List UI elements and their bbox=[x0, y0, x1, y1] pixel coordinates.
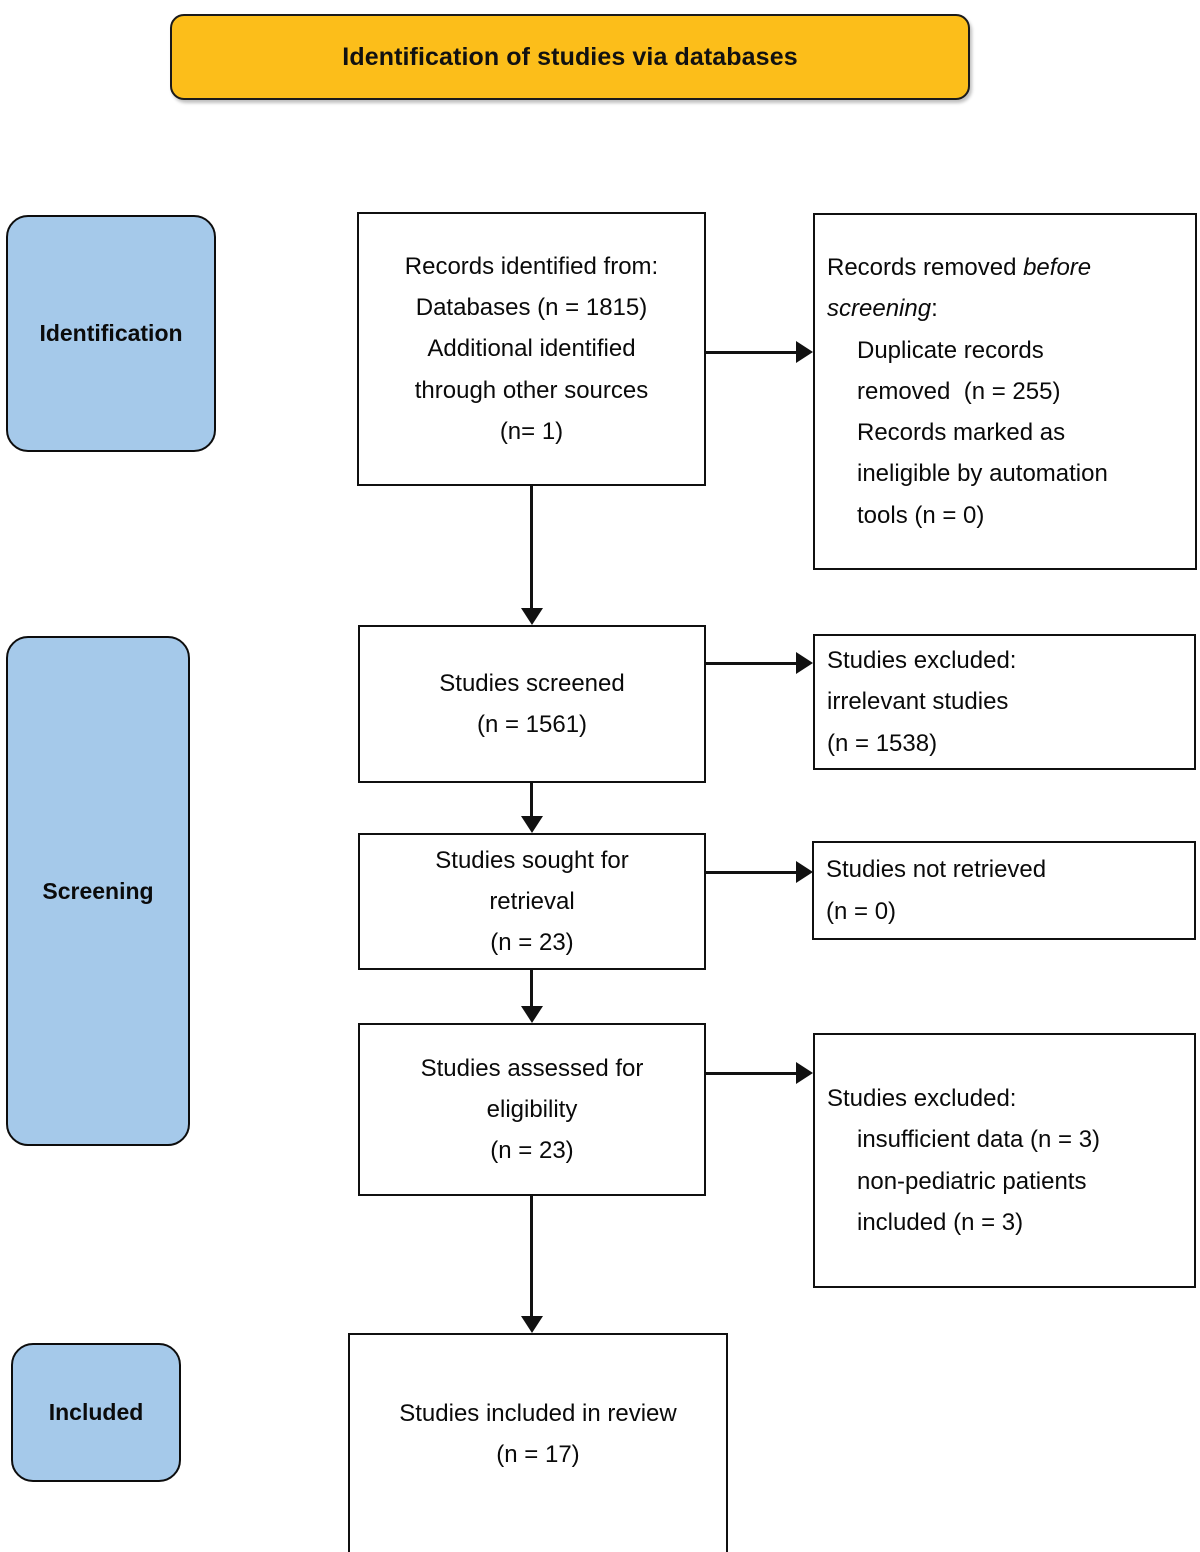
studies-screened-line-2: (n = 1561) bbox=[476, 711, 588, 738]
node-studies-excluded-irrelevant: Studies excluded: irrelevant studies (n … bbox=[813, 634, 1196, 770]
studies-sought-line-2: retrieval bbox=[489, 887, 575, 915]
studies-assessed-line-3: (n = 23) bbox=[490, 1137, 574, 1165]
studies-screened-line-1: Studies screened bbox=[439, 669, 625, 697]
phase-included-label: Included bbox=[48, 1399, 144, 1425]
arrowhead-assessed-to-included bbox=[521, 1316, 543, 1333]
studies-not-retrieved-line-1: Studies not retrieved bbox=[826, 856, 1047, 884]
connector-screened-to-sought bbox=[530, 783, 533, 816]
studies-assessed-line-1: Studies assessed for bbox=[420, 1054, 644, 1082]
studies-excluded-irrelevant-line-3: (n = 1538) bbox=[827, 729, 938, 757]
node-studies-screened: Studies screened (n = 1561) bbox=[358, 625, 706, 783]
node-studies-assessed: Studies assessed for eligibility (n = 23… bbox=[358, 1023, 706, 1196]
arrowhead-sought-to-not-retrieved bbox=[796, 861, 813, 883]
phase-identification: Identification bbox=[6, 215, 216, 452]
arrowhead-sought-to-assessed bbox=[521, 1006, 543, 1023]
connector-assessed-to-included bbox=[530, 1196, 533, 1316]
node-studies-sought: Studies sought for retrieval (n = 23) bbox=[358, 833, 706, 970]
studies-not-retrieved-line-2: (n = 0) bbox=[826, 897, 897, 925]
node-studies-included: Studies included in review (n = 17) bbox=[348, 1333, 728, 1552]
studies-excluded-eligibility-line-1: Studies excluded: bbox=[827, 1084, 1017, 1112]
records-removed-line-4: removed (n = 255) bbox=[857, 377, 1061, 405]
arrowhead-identified-to-screened bbox=[521, 608, 543, 625]
arrowhead-screened-to-excluded bbox=[796, 652, 813, 674]
records-removed-line-2: screening: bbox=[827, 295, 938, 323]
records-removed-line-5: Records marked as bbox=[857, 419, 1066, 447]
studies-assessed-line-2: eligibility bbox=[486, 1095, 578, 1123]
diagram-header-banner: Identification of studies via databases bbox=[170, 14, 970, 100]
phase-identification-label: Identification bbox=[39, 320, 183, 346]
connector-sought-to-not-retrieved bbox=[706, 871, 796, 874]
connector-assessed-to-excluded bbox=[706, 1072, 796, 1075]
records-identified-line-5: (n= 1) bbox=[499, 417, 564, 445]
records-removed-line-1: Records removed before bbox=[827, 254, 1092, 282]
studies-excluded-irrelevant-line-2: irrelevant studies bbox=[827, 688, 1009, 716]
arrowhead-screened-to-sought bbox=[521, 816, 543, 833]
node-records-removed: Records removed before screening: Duplic… bbox=[813, 213, 1197, 570]
studies-included-line-2: (n = 17) bbox=[496, 1441, 580, 1469]
records-identified-line-4: through other sources bbox=[414, 376, 649, 404]
studies-excluded-eligibility-line-2: insufficient data (n = 3) bbox=[857, 1126, 1101, 1154]
connector-identified-to-removed bbox=[706, 351, 796, 354]
records-identified-line-3: Additional identified bbox=[427, 335, 636, 363]
connector-identified-to-screened bbox=[530, 486, 533, 608]
studies-included-line-1: Studies included in review bbox=[399, 1400, 677, 1427]
node-studies-not-retrieved: Studies not retrieved (n = 0) bbox=[812, 841, 1196, 940]
studies-sought-line-3: (n = 23) bbox=[490, 929, 574, 957]
studies-excluded-eligibility-line-3: non-pediatric patients bbox=[857, 1167, 1087, 1195]
diagram-title: Identification of studies via databases bbox=[342, 42, 798, 71]
phase-included: Included bbox=[11, 1343, 181, 1482]
connector-screened-to-excluded bbox=[706, 662, 796, 665]
studies-sought-line-1: Studies sought for bbox=[435, 846, 629, 874]
node-records-identified: Records identified from: Databases (n = … bbox=[357, 212, 706, 486]
arrowhead-assessed-to-excluded bbox=[796, 1062, 813, 1084]
studies-excluded-irrelevant-line-1: Studies excluded: bbox=[827, 647, 1017, 675]
phase-screening-label: Screening bbox=[42, 877, 154, 904]
records-removed-line-7: tools (n = 0) bbox=[857, 501, 985, 529]
records-identified-line-2: Databases (n = 1815) bbox=[415, 294, 648, 322]
records-removed-line-3: Duplicate records bbox=[857, 336, 1044, 364]
arrowhead-identified-to-removed bbox=[796, 341, 813, 363]
connector-sought-to-assessed bbox=[530, 970, 533, 1006]
studies-excluded-eligibility-line-4: included (n = 3) bbox=[857, 1208, 1024, 1236]
records-identified-line-1: Records identified from: bbox=[404, 252, 659, 280]
node-studies-excluded-eligibility: Studies excluded: insufficient data (n =… bbox=[813, 1033, 1196, 1288]
records-removed-line-6: ineligible by automation bbox=[857, 460, 1108, 488]
phase-screening: Screening bbox=[6, 636, 190, 1146]
